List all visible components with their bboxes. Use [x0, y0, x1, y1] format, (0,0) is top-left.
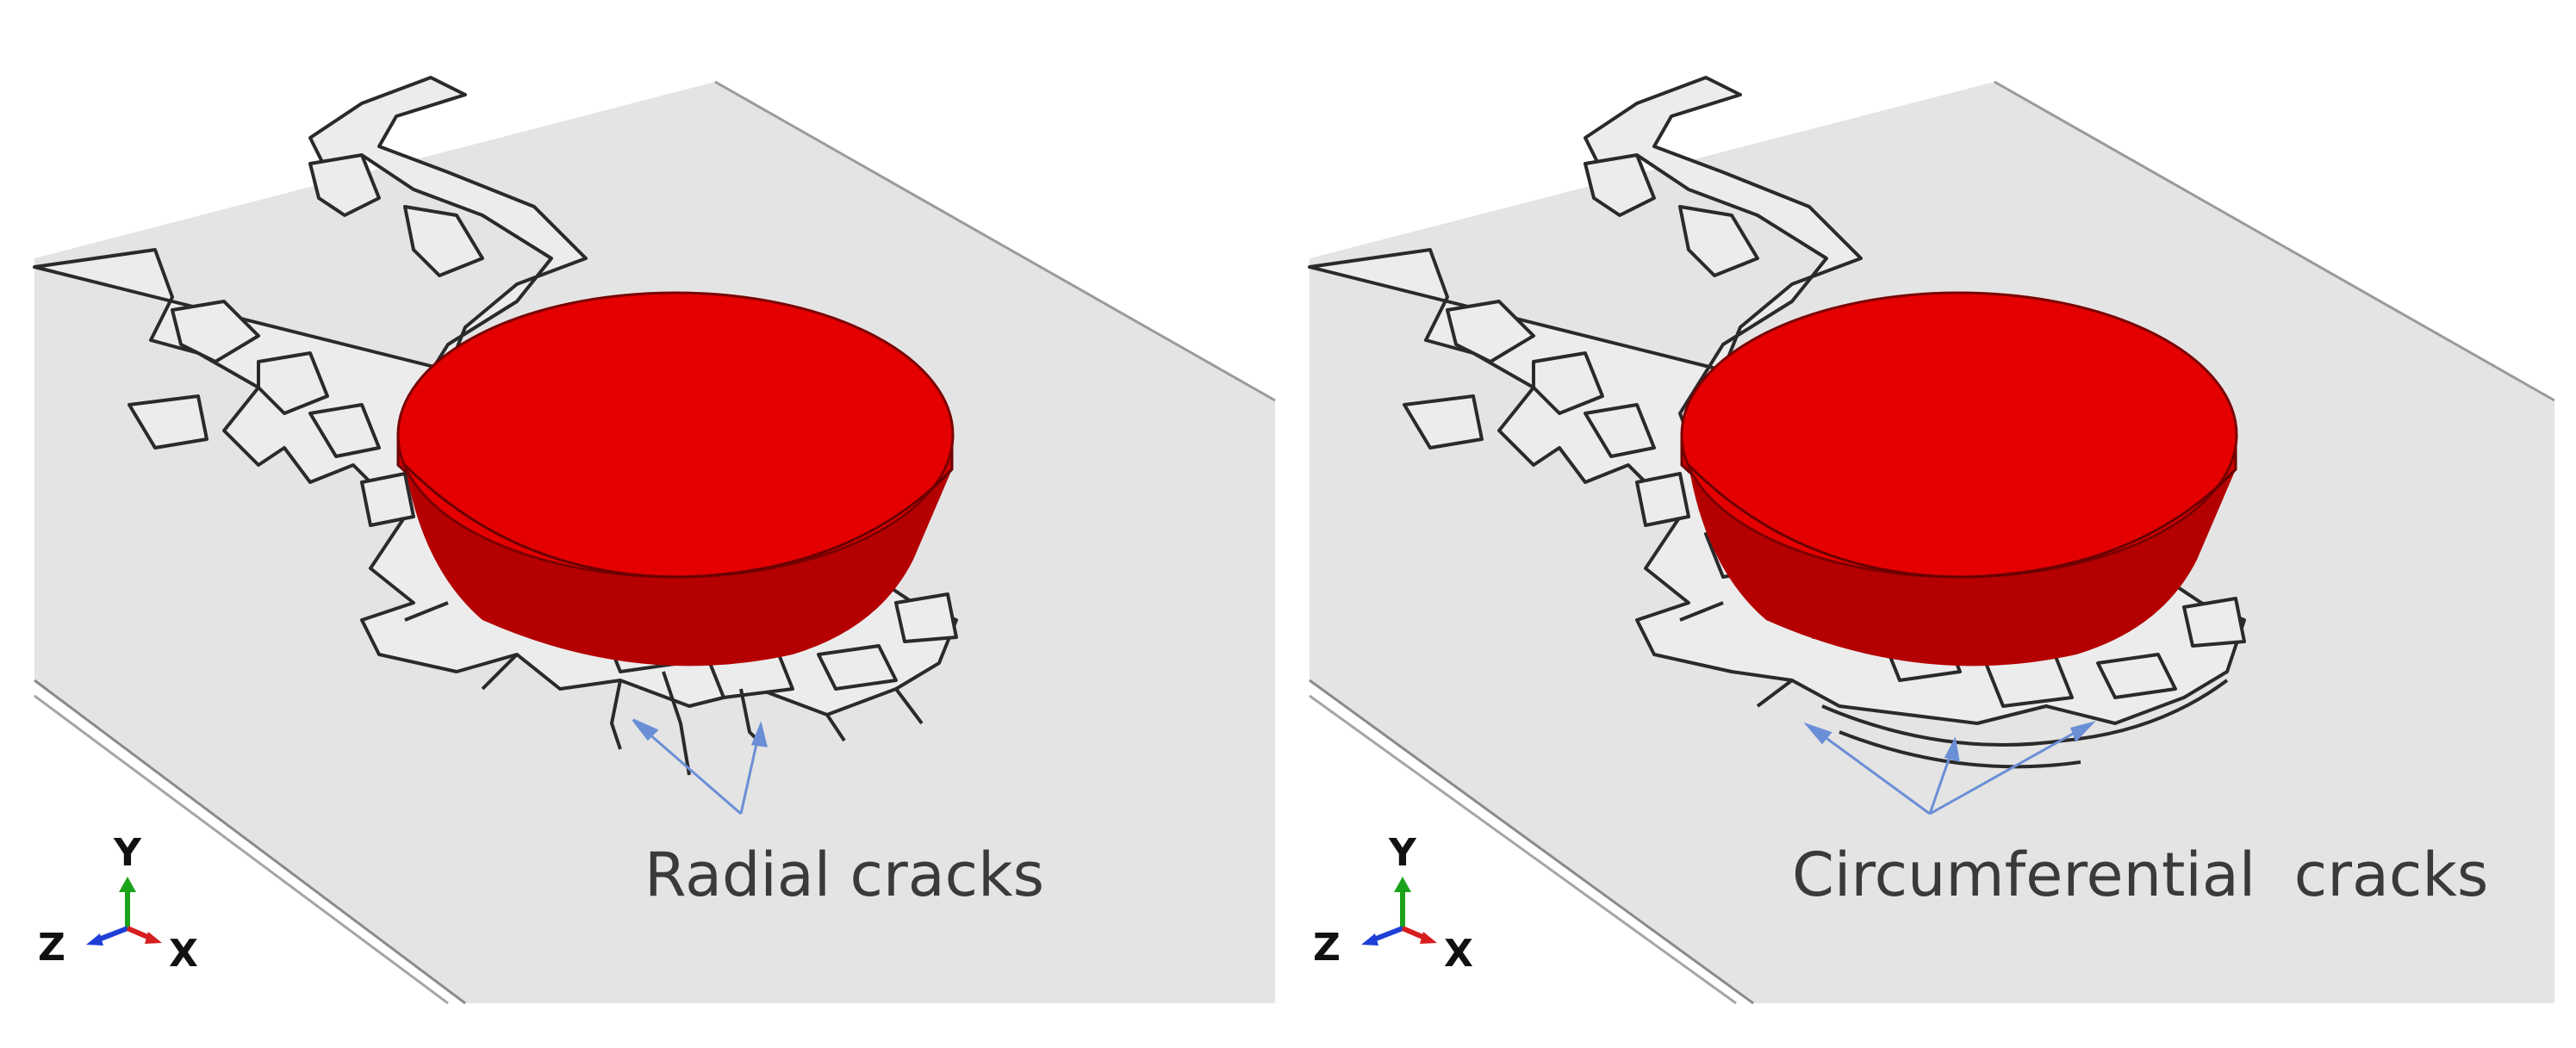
plate-edge-lower [34, 694, 449, 1005]
circumferential-cracks-figure: Circumferential cracks Y Z X [1308, 76, 2555, 1005]
axis-label-x: X [169, 932, 198, 976]
axis-label-z: Z [38, 926, 65, 970]
plate-edge [1309, 679, 1754, 1005]
plate-back-edge [1994, 80, 2555, 402]
impactor [1680, 291, 2238, 667]
plate-edge-lower [1309, 694, 1737, 1005]
axis-label-y: Y [113, 831, 142, 875]
caption-circumferential-cracks: Circumferential cracks [1792, 840, 2488, 910]
radial-cracks-figure: Radial cracks Y Z X [33, 76, 1276, 1005]
impactor-top-face [396, 291, 955, 579]
plate-edge [34, 679, 466, 1005]
axis-label-x: X [1444, 932, 1473, 976]
impactor-top-face [1680, 291, 2238, 579]
impactor [396, 291, 955, 667]
axis-label-z: Z [1313, 926, 1341, 970]
coordinate-triad-icon: Y Z X [38, 831, 198, 976]
crack-lines [404, 601, 924, 776]
plate-back-edge [714, 80, 1276, 402]
axis-label-y: Y [1388, 831, 1417, 875]
panel-circumferential-cracks: Circumferential cracks Y Z X [1288, 0, 2576, 1048]
panel-radial-cracks: Radial cracks Y Z X [33, 76, 1276, 1005]
annotation-arrows [632, 718, 768, 815]
coordinate-triad-icon: Y Z X [1313, 831, 1473, 976]
caption-radial-cracks: Radial cracks [644, 840, 1044, 910]
crack-lines [1679, 601, 2229, 769]
annotation-arrows [1803, 721, 2096, 815]
